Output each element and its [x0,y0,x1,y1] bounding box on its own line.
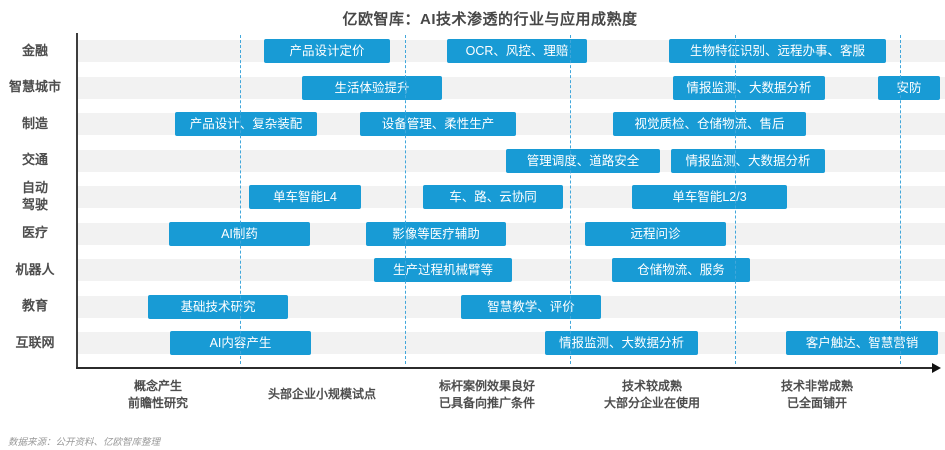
application-bar: AI制药 [169,221,310,246]
industry-label: 金融 [21,42,48,58]
application-bar: 智慧教学、评价 [461,294,601,319]
chart-title: 亿欧智库：AI技术渗透的行业与应用成熟度 [342,11,638,28]
industry-label: 互联网 [15,334,55,350]
industry-label: 教育 [21,298,48,314]
application-bar: 生产过程机械臂等 [374,258,512,282]
stage-gridline [900,35,901,364]
application-bar: 客户触达、智慧营销 [786,331,938,355]
industry-label: 交通 [21,152,48,168]
application-bar: 情报监测、大数据分析 [673,75,825,100]
y-axis-line [76,33,78,368]
application-bar: 情报监测、大数据分析 [671,148,825,173]
application-bar: 基础技术研究 [148,294,288,319]
application-bar: 产品设计定价 [264,39,390,63]
application-bar: 产品设计、复杂装配 [175,112,317,136]
industry-label: 制造 [21,115,48,131]
application-bar: 影像等医疗辅助 [366,221,506,246]
application-bar: 设备管理、柔性生产 [360,112,516,136]
industry-label: 医疗 [21,225,48,241]
application-bar: 视觉质检、仓储物流、售后 [613,112,806,136]
industry-label: 智慧城市 [8,79,61,95]
stage-gridline [570,35,571,364]
stage-label: 技术较成熟 大部分企业在使用 [603,378,700,410]
x-axis-arrow [932,363,941,373]
stage-label: 概念产生 前瞻性研究 [127,378,188,410]
application-bar: 生活体验提升 [302,75,442,100]
stage-gridline [240,35,241,364]
industry-label: 机器人 [15,261,55,277]
application-bar: 情报监测、大数据分析 [545,331,698,355]
application-bar: 安防 [878,75,940,100]
data-source-note: 数据来源：公开资料、亿欧智库整理 [8,437,161,448]
application-bar: 单车智能L4 [249,185,361,209]
application-bar: 管理调度、道路安全 [506,148,660,173]
application-bar: OCR、风控、理赔 [447,39,587,63]
stage-gridline [405,35,406,364]
stage-label: 技术非常成熟 已全面铺开 [780,378,853,410]
industry-label: 自动 驾驶 [21,180,48,212]
application-bar: 远程问诊 [585,221,726,246]
application-bar: 仓储物流、服务 [612,258,750,282]
application-bar: 车、路、云协同 [423,185,563,209]
x-axis-line [76,367,932,369]
stage-label: 标杆案例效果良好 已具备向推广条件 [438,378,535,410]
application-bar: 生物特征识别、远程办事、客服 [669,39,886,63]
stage-gridline [735,35,736,364]
stage-label: 头部企业小规模试点 [267,387,376,402]
application-bar: 单车智能L2/3 [632,185,787,209]
